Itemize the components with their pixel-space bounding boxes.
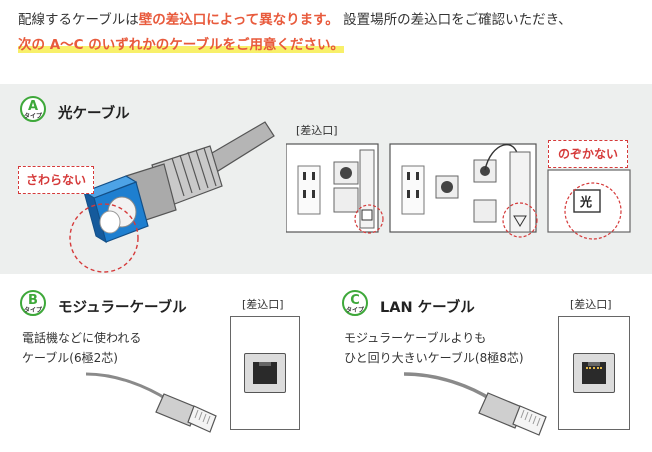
badge-letter: C (350, 293, 360, 308)
callout-do-not-touch: さわらない (18, 166, 94, 194)
intro-line-2: 次の A～C のいずれかのケーブルをご用意ください。 (18, 33, 638, 58)
jack-notch (259, 362, 271, 366)
badge-sub: タイプ (23, 307, 42, 314)
callout-do-not-look: のぞかない (548, 140, 628, 168)
intro-text-plain: 配線するケーブルは (18, 12, 139, 28)
lan-jack-port (582, 362, 606, 384)
intro-text-emphasis: 壁の差込口によって異なります。 (138, 12, 339, 28)
jack-pins (586, 367, 602, 370)
modular-jack-icon (244, 353, 286, 393)
intro-line-1: 配線するケーブルは壁の差込口によって異なります。 設置場所の差込口をご確認いただ… (18, 8, 638, 33)
intro-text-range: A～C (49, 37, 84, 53)
type-a-outlet-label: [差込口] (296, 124, 338, 137)
badge-sub: タイプ (23, 113, 42, 120)
type-b-outlet-label: [差込口] (242, 298, 284, 311)
intro-highlight: 次の A～C のいずれかのケーブルをご用意ください。 (18, 37, 344, 53)
outlet-zone-circle-2 (502, 202, 538, 238)
type-b-title: モジュラーケーブル (58, 300, 187, 316)
type-c-desc-line-2: ひと回り大きいケーブル(8極8芯) (344, 351, 524, 365)
lan-outlet-plate (558, 316, 630, 430)
modular-jack-port (253, 362, 277, 384)
type-c-outlet-label: [差込口] (570, 298, 612, 311)
badge-letter: A (27, 99, 39, 114)
type-b-desc-line-1: 電話機などに使われる (22, 331, 142, 345)
type-b-desc-line-2: ケーブル(6極2芯) (22, 351, 118, 365)
type-a-panel: A タイプ 光ケーブル さわらない [差込口] (0, 84, 652, 274)
fiber-connector-icon (82, 121, 275, 244)
type-b-description: 電話機などに使われる ケーブル(6極2芯) (22, 328, 141, 368)
badge-sub: タイプ (345, 307, 364, 314)
jack-notch (588, 362, 600, 366)
modular-outlet-plate (230, 316, 300, 430)
modular-plug-icon (86, 372, 217, 433)
intro-text-plain: 設置場所の差込口をご確認いただき、 (343, 12, 572, 28)
intro-text: 配線するケーブルは壁の差込口によって異なります。 設置場所の差込口をご確認いただ… (18, 8, 638, 58)
intro-text-b: のいずれかのケーブルをご用意ください。 (88, 37, 344, 53)
hikari-glyph: 光 (580, 195, 593, 209)
type-a-badge: A タイプ (20, 96, 46, 122)
type-c-title: LAN ケーブル (380, 300, 475, 316)
outlet-zone-circle (354, 204, 384, 234)
type-c-description: モジュラーケーブルよりも ひと回り大きいケーブル(8極8芯) (344, 328, 524, 368)
type-c-badge: C タイプ (342, 290, 368, 316)
intro-text-a: 次の (18, 37, 45, 53)
peek-zone-circle (564, 182, 622, 240)
touch-zone-circle (69, 203, 139, 273)
wall-outlet-icon (286, 143, 631, 233)
lan-plug-icon (404, 372, 547, 436)
lan-jack-icon (573, 353, 615, 393)
type-a-title: 光ケーブル (58, 106, 130, 122)
type-c-desc-line-1: モジュラーケーブルよりも (344, 331, 487, 345)
badge-letter: B (28, 293, 38, 308)
type-b-badge: B タイプ (20, 290, 46, 316)
